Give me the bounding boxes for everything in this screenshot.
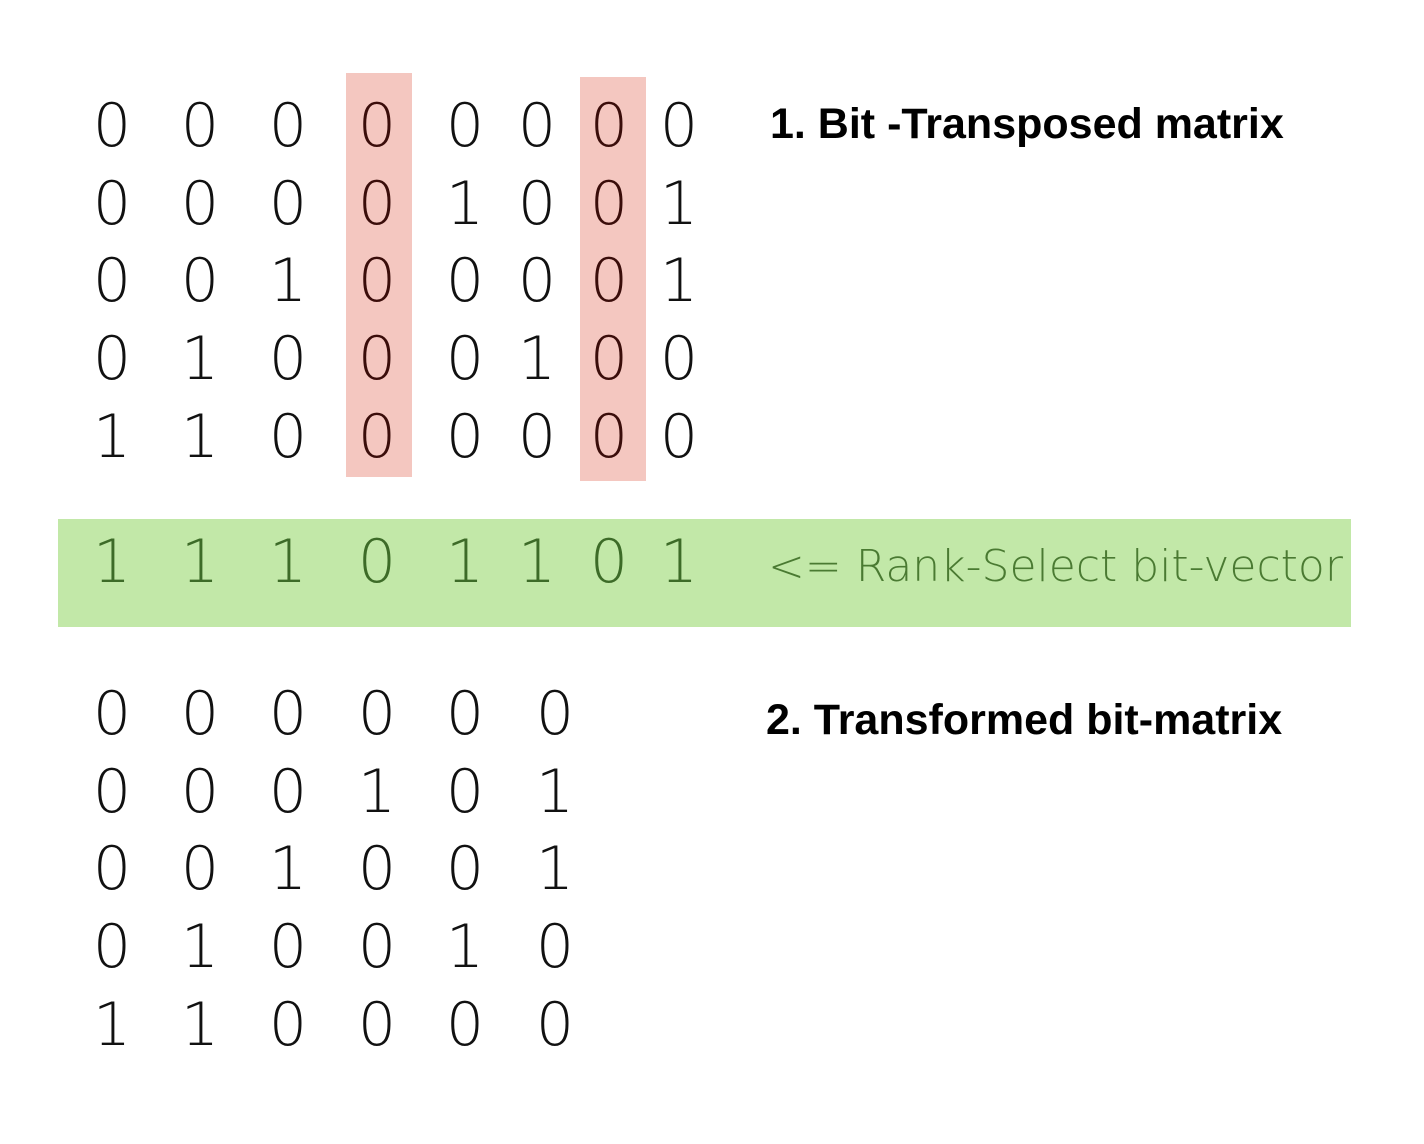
matrix-cell: 1 (659, 169, 699, 239)
matrix-cell: 0 (535, 679, 575, 749)
bit-vector-cell: 1 (268, 527, 308, 597)
matrix-cell: 0 (180, 679, 220, 749)
bit-vector-cell: 1 (92, 527, 132, 597)
matrix-cell: 1 (445, 912, 485, 982)
matrix-cell: 0 (589, 91, 629, 161)
matrix-cell: 0 (92, 757, 132, 827)
matrix-cell: 0 (445, 834, 485, 904)
matrix-cell: 0 (92, 834, 132, 904)
matrix-cell: 0 (268, 91, 308, 161)
bit-vector-cell: 1 (180, 527, 220, 597)
bit-vector-band (58, 519, 1351, 627)
matrix-cell: 0 (589, 402, 629, 472)
highlighted-column (580, 77, 646, 481)
matrix-cell: 0 (357, 246, 397, 316)
matrix-cell: 1 (535, 757, 575, 827)
transformed-matrix-title: 2. Transformed bit-matrix (766, 696, 1283, 744)
matrix-cell: 0 (589, 246, 629, 316)
matrix-cell: 0 (445, 402, 485, 472)
matrix-cell: 1 (180, 402, 220, 472)
matrix-cell: 0 (357, 679, 397, 749)
matrix-cell: 0 (268, 757, 308, 827)
matrix-cell: 1 (535, 834, 575, 904)
matrix-cell: 0 (357, 169, 397, 239)
transposed-matrix-title: 1. Bit -Transposed matrix (770, 100, 1284, 148)
matrix-cell: 0 (445, 246, 485, 316)
matrix-cell: 0 (517, 246, 557, 316)
matrix-cell: 1 (517, 324, 557, 394)
matrix-cell: 0 (357, 91, 397, 161)
matrix-cell: 0 (268, 324, 308, 394)
matrix-cell: 0 (535, 912, 575, 982)
matrix-cell: 0 (589, 169, 629, 239)
matrix-cell: 1 (357, 757, 397, 827)
matrix-cell: 0 (357, 402, 397, 472)
matrix-cell: 0 (268, 912, 308, 982)
highlighted-column (346, 73, 412, 477)
matrix-cell: 0 (180, 169, 220, 239)
matrix-cell: 0 (535, 990, 575, 1060)
matrix-cell: 1 (92, 990, 132, 1060)
matrix-cell: 1 (180, 990, 220, 1060)
matrix-cell: 0 (92, 324, 132, 394)
matrix-cell: 0 (659, 324, 699, 394)
matrix-cell: 1 (659, 246, 699, 316)
matrix-cell: 0 (357, 324, 397, 394)
matrix-cell: 0 (445, 324, 485, 394)
matrix-cell: 1 (445, 169, 485, 239)
matrix-cell: 0 (357, 912, 397, 982)
bit-vector-cell: 1 (659, 527, 699, 597)
matrix-cell: 0 (268, 169, 308, 239)
matrix-cell: 0 (180, 91, 220, 161)
matrix-cell: 0 (517, 91, 557, 161)
bit-vector-cell: 1 (517, 527, 557, 597)
matrix-cell: 0 (268, 679, 308, 749)
matrix-cell: 0 (517, 402, 557, 472)
matrix-cell: 0 (357, 990, 397, 1060)
matrix-cell: 0 (180, 834, 220, 904)
bit-vector-cell: 0 (357, 527, 397, 597)
matrix-cell: 0 (445, 990, 485, 1060)
matrix-cell: 0 (180, 757, 220, 827)
matrix-cell: 0 (445, 679, 485, 749)
matrix-cell: 1 (180, 324, 220, 394)
matrix-cell: 1 (180, 912, 220, 982)
matrix-cell: 0 (92, 91, 132, 161)
matrix-cell: 0 (92, 679, 132, 749)
matrix-cell: 0 (268, 402, 308, 472)
matrix-cell: 0 (180, 246, 220, 316)
matrix-cell: 1 (92, 402, 132, 472)
bit-vector-cell: 1 (445, 527, 485, 597)
matrix-cell: 0 (659, 402, 699, 472)
bit-vector-cell: 0 (589, 527, 629, 597)
matrix-cell: 1 (268, 834, 308, 904)
matrix-cell: 0 (268, 990, 308, 1060)
matrix-cell: 0 (517, 169, 557, 239)
bit-vector-label: <= Rank-Select bit-vector (768, 541, 1343, 592)
matrix-cell: 0 (445, 91, 485, 161)
matrix-cell: 1 (268, 246, 308, 316)
matrix-cell: 0 (659, 91, 699, 161)
matrix-cell: 0 (589, 324, 629, 394)
matrix-cell: 0 (92, 169, 132, 239)
matrix-cell: 0 (357, 834, 397, 904)
matrix-cell: 0 (92, 912, 132, 982)
matrix-cell: 0 (445, 757, 485, 827)
matrix-cell: 0 (92, 246, 132, 316)
